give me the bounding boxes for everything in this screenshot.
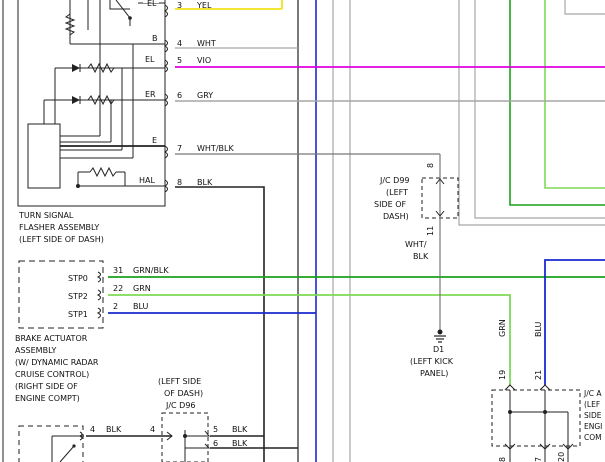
terminal-b-label: B [152,34,158,43]
brake-term-stp2: STP2 [68,292,88,301]
right-jc-label-1: J/C A [583,389,602,398]
ground-d1-id: D1 [433,345,444,354]
right-jc-bottom-pin-2: 7 [534,457,543,462]
right-jc-wire-grn: GRN [498,319,507,337]
right-jc-bottom-pin-1: 8 [498,457,507,462]
jc-d99-pin-top: 8 [426,163,435,168]
jc-d96-pin-in: 4 [150,425,155,434]
jc-d99-pin-bottom: 11 [426,226,435,236]
brake-actuator-outline [18,260,104,329]
pin-3-color: YEL [196,1,212,10]
turn-signal-flasher: EL B EL ER E HAL TURN SIGNAL FLASHER ASS… [2,0,166,462]
resistor-top [64,13,76,36]
brake-pin-2-num: 2 [113,302,118,311]
jc-d96-label-3: J/C D96 [165,401,196,410]
ground-d1: D1 (LEFT KICK PANEL) [410,329,454,378]
ground-d1-label-2: PANEL) [420,369,448,378]
right-jc-box [491,389,581,447]
gray-right-wire-b [474,0,605,219]
right-jc-label-5: COM [584,433,602,442]
flasher-ic-block [27,123,61,189]
switch-wire-color: BLK [106,425,122,434]
diode-er [72,96,80,104]
green-right-wire [509,0,605,206]
flasher-label-line3: (LEFT SIDE OF DASH) [19,235,104,244]
jc-d99-label-1: J/C D99 [379,176,410,185]
jc-d96-box [161,412,209,462]
pin-8-num: 8 [177,178,182,187]
right-jc-wire-blu: BLU [534,321,543,337]
pin-5-color: VIO [197,56,211,65]
diode-el [72,64,80,72]
brake-pin-22-num: 22 [113,284,123,293]
jc-d99-label-4: DASH) [383,212,409,221]
right-jc-pin-21: 21 [534,370,543,380]
pin-7-color: WHT/BLK [197,144,234,153]
brake-actuator: STP0 STP2 STP1 31 GRN/BLK 22 GRN 2 BLU B… [15,259,605,403]
pin-5-num: 5 [177,56,182,65]
brake-label-line5: (RIGHT SIDE OF [15,382,78,391]
brake-pin-31-num: 31 [113,266,123,275]
wire-blu-right [544,259,605,385]
brake-term-stp0: STP0 [68,274,88,283]
terminal-el-label: EL [145,55,155,64]
flasher-connector: 3 YEL 4 WHT 5 VIO 6 GRY 7 WHT/BLK 8 BLK [164,0,605,462]
right-jc-label-2: (LEF [584,400,600,409]
terminal-hal-label: HAL [139,176,155,185]
switch-pin: 4 [90,425,95,434]
resistor-er [87,94,115,106]
brake-label-line6: ENGINE COMPT) [15,394,80,403]
gray-right-wire-a [458,0,605,226]
terminal-er-label: ER [145,90,156,99]
jc-d96-pin-6-color: BLK [232,439,248,448]
pin-4-num: 4 [177,39,182,48]
jc-d99-label-2: (LEFT [386,188,408,197]
brake-pin-2-color: BLU [133,302,149,311]
junction-d99: 8 11 J/C D99 (LEFT SIDE OF DASH) WHT/ BL… [374,163,459,330]
flasher-label-line2: FLASHER ASSEMBLY [19,223,99,232]
right-jc-bottom-pin-3: 20 [557,452,566,462]
jc-d96-pin-5-color: BLK [232,425,248,434]
jc-d96-label-1: (LEFT SIDE [158,377,201,386]
pin-8-color: BLK [197,178,213,187]
switch-box [18,425,84,462]
wire-grn [108,294,511,385]
pin-4-color: WHT [197,39,216,48]
resistor-el [87,62,115,74]
brake-label-line2: ASSEMBLY [15,346,56,355]
wire-blk [175,186,265,462]
terminal-top-label: EL [147,0,157,8]
ground-d1-label-1: (LEFT KICK [410,357,454,366]
right-jc-pin-19: 19 [498,370,507,380]
brake-label-line4: CRUISE CONTROL) [15,370,89,379]
brake-label-line3: (W/ DYNAMIC RADAR [15,358,99,367]
flasher-label-line1: TURN SIGNAL [18,211,74,220]
jc-d99-wire-label-1: WHT/ [405,240,427,249]
lightgreen-right-wire [544,0,605,189]
pin-3-num: 3 [177,1,182,10]
terminal-e-label: E [152,136,157,145]
brake-pin-31-color: GRN/BLK [133,266,169,275]
jc-d96-pin-5-num: 5 [213,425,218,434]
gray-top-right-box [564,0,605,15]
pin-6-color: GRY [197,91,213,100]
resistor-hal [89,166,117,178]
jc-d99-label-3: SIDE OF [374,200,406,209]
brake-pin-22-color: GRN [133,284,151,293]
right-jc-label-4: ENGI [584,422,602,431]
jc-d99-wire-label-2: BLK [413,252,429,261]
brake-term-stp1: STP1 [68,310,88,319]
background-wires [297,0,605,462]
right-jc-label-3: SIDE [584,411,602,420]
pin-7-num: 7 [177,144,182,153]
flasher-outline [17,0,166,207]
pin-6-num: 6 [177,91,182,100]
right-junction: GRN BLU 19 21 8 7 20 J/C A (LEF SIDE ENG… [491,319,602,462]
brake-label-line1: BRAKE ACTUATOR [15,334,88,343]
jc-d96-pin-6-num: 6 [213,439,218,448]
junction-d96: (LEFT SIDE OF DASH) J/C D96 4 5 BLK 6 BL… [18,377,298,462]
jc-d96-label-2: OF DASH) [164,389,203,398]
